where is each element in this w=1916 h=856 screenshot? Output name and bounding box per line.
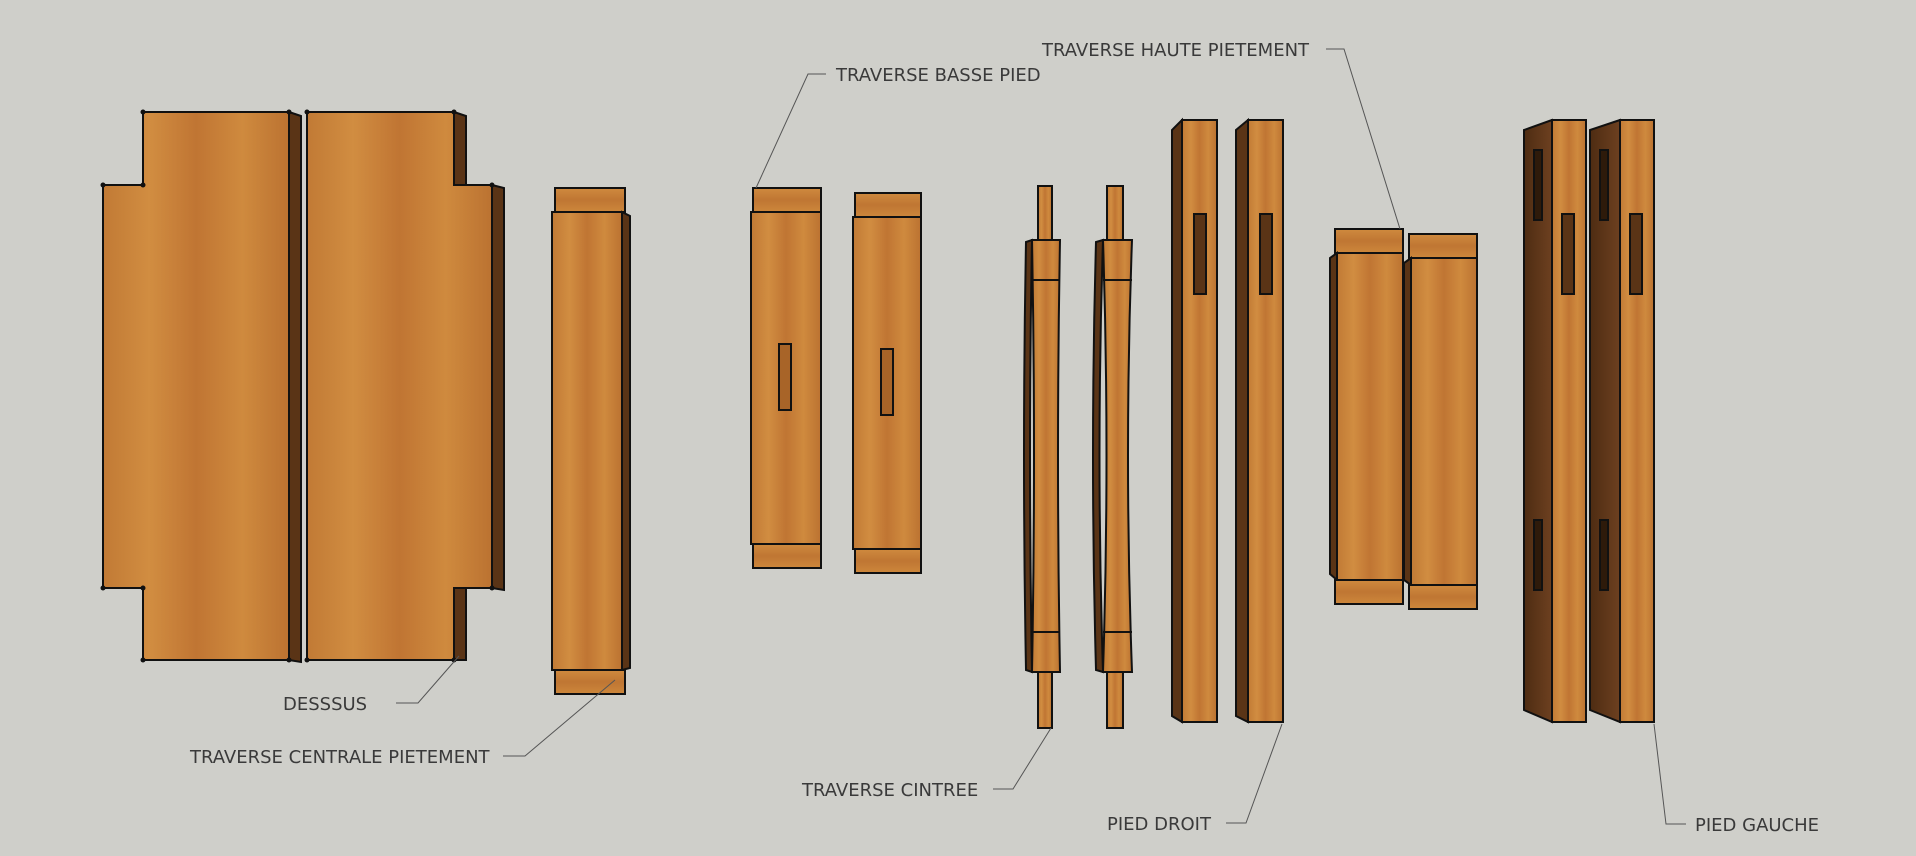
traverse-haute-part-1 — [1329, 228, 1404, 605]
label-pied-droit: PIED DROIT — [1107, 814, 1212, 835]
traverse-cintree-part-2 — [1092, 185, 1134, 729]
traverse-centrale-part — [551, 187, 631, 695]
pied-droit-part-2 — [1235, 117, 1284, 724]
label-pied-gauche: PIED GAUCHE — [1695, 815, 1819, 836]
label-traverse-centrale: TRAVERSE CENTRALE PIETEMENT — [189, 747, 491, 768]
label-traverse-basse: TRAVERSE BASSE PIED — [835, 65, 1041, 86]
label-traverse-cintree: TRAVERSE CINTREE — [801, 780, 978, 801]
label-desssus: DESSSUS — [283, 694, 367, 715]
traverse-haute-part-2 — [1403, 233, 1478, 610]
traverse-basse-part-2 — [852, 192, 922, 574]
label-traverse-haute: TRAVERSE HAUTE PIETEMENT — [1041, 40, 1310, 61]
leader-lines — [396, 48, 1686, 825]
dessus-part — [100, 109, 505, 664]
traverse-basse-part-1 — [750, 187, 822, 569]
pied-gauche-part-2 — [1589, 118, 1655, 724]
pied-gauche-part-1 — [1523, 118, 1587, 724]
traverse-cintree-part-1 — [1023, 185, 1062, 729]
pied-droit-part-1 — [1171, 117, 1218, 724]
